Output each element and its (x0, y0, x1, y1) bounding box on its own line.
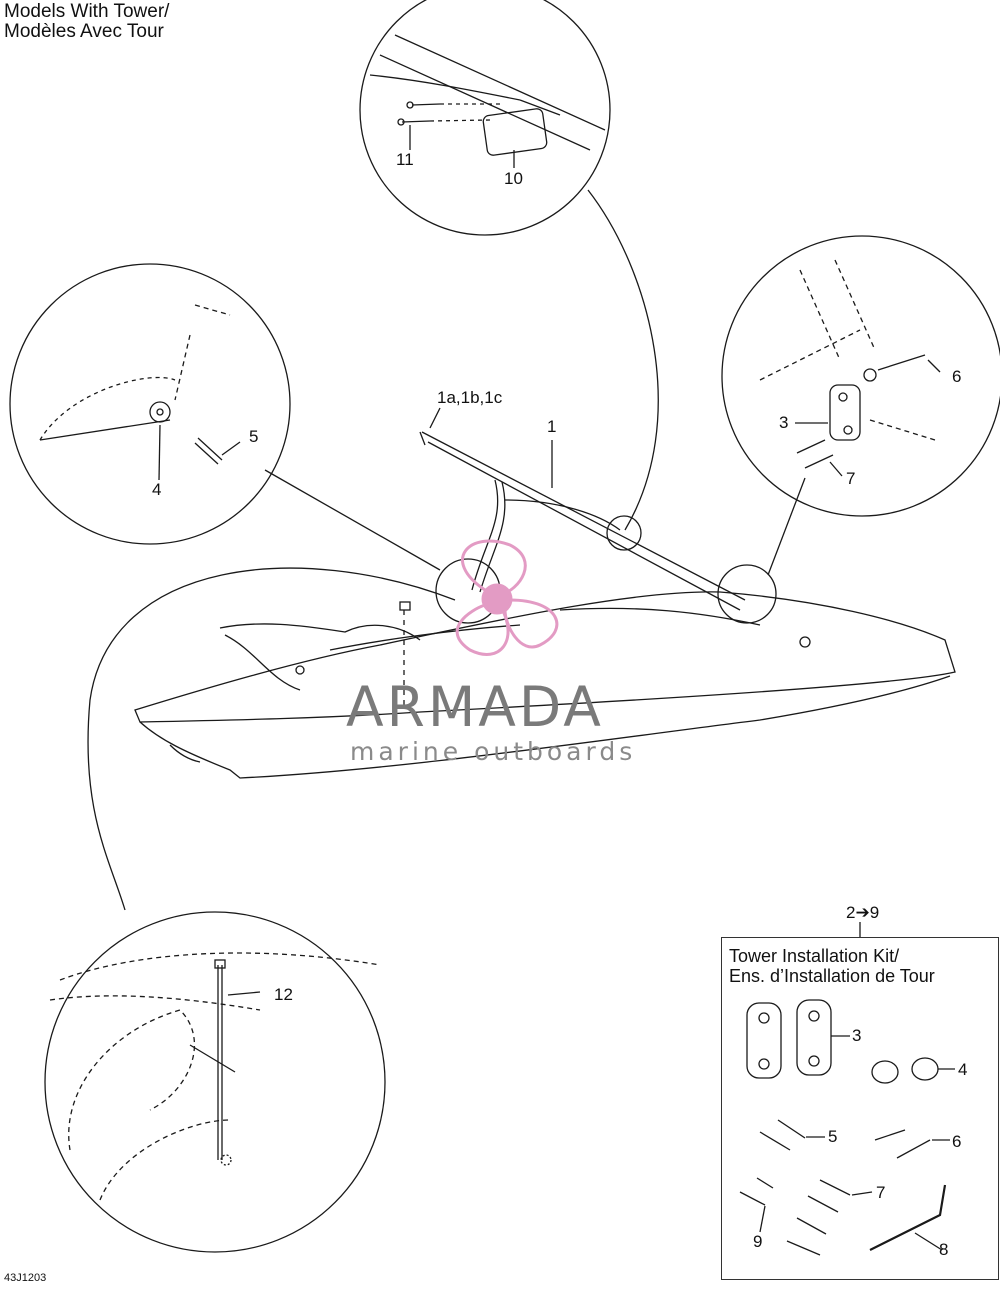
kit-callout-8: 8 (939, 1240, 949, 1259)
diagram-title: Models With Tower/ Modèles Avec Tour (4, 2, 169, 42)
detail-circle-mirror (359, 0, 611, 236)
washer-detail (39, 304, 231, 465)
kit-title-english: Tower Installation Kit/ (729, 946, 900, 966)
mirror-detail (369, 34, 606, 156)
title-line-french: Modèles Avec Tour (4, 21, 164, 42)
boat (134, 591, 956, 779)
watermark-propeller (455, 539, 559, 656)
rod-detail (49, 952, 381, 1201)
kit-callout-4: 4 (958, 1060, 968, 1079)
detail-circle-bracket (721, 235, 1000, 517)
detail-circle-washer (9, 263, 291, 545)
kit-range-label: 2➔9 (846, 903, 880, 922)
kit-title: Tower Installation Kit/ Ens. d’Installat… (729, 946, 935, 986)
leader-lines (158, 125, 955, 1251)
connector-curve-bottom (87, 567, 456, 911)
callout-3: 3 (779, 413, 789, 432)
callout-1abc: 1a,1b,1c (437, 388, 503, 407)
kit-callout-5: 5 (828, 1127, 838, 1146)
watermark-tagline: marine outboards (350, 737, 637, 766)
tower (419, 431, 777, 624)
callout-6: 6 (952, 367, 962, 386)
connector-curve-top (587, 189, 659, 531)
title-line-english: Models With Tower/ (4, 1, 170, 22)
bracket-detail (759, 259, 936, 469)
kit-title-french: Ens. d’Installation de Tour (729, 966, 935, 986)
diagram-code: 43J1203 (4, 1272, 47, 1284)
callout-7: 7 (846, 469, 856, 488)
connector-curve-left-detail (264, 469, 441, 571)
kit-box (721, 937, 999, 1280)
detail-circle-rod (44, 911, 386, 1253)
callout-1: 1 (547, 417, 557, 436)
kit-callout-6: 6 (952, 1132, 962, 1151)
kit-callout-3: 3 (852, 1026, 862, 1045)
callout-11: 11 (396, 150, 414, 169)
callout-10: 10 (504, 169, 523, 188)
kit-callout-7: 7 (876, 1183, 886, 1202)
connector-curve-right (767, 477, 806, 576)
callout-5: 5 (249, 427, 259, 446)
kit-callout-9: 9 (753, 1232, 763, 1251)
watermark-brand: ARMADA (346, 675, 604, 739)
callout-12: 12 (274, 985, 293, 1004)
callout-4: 4 (152, 480, 162, 499)
